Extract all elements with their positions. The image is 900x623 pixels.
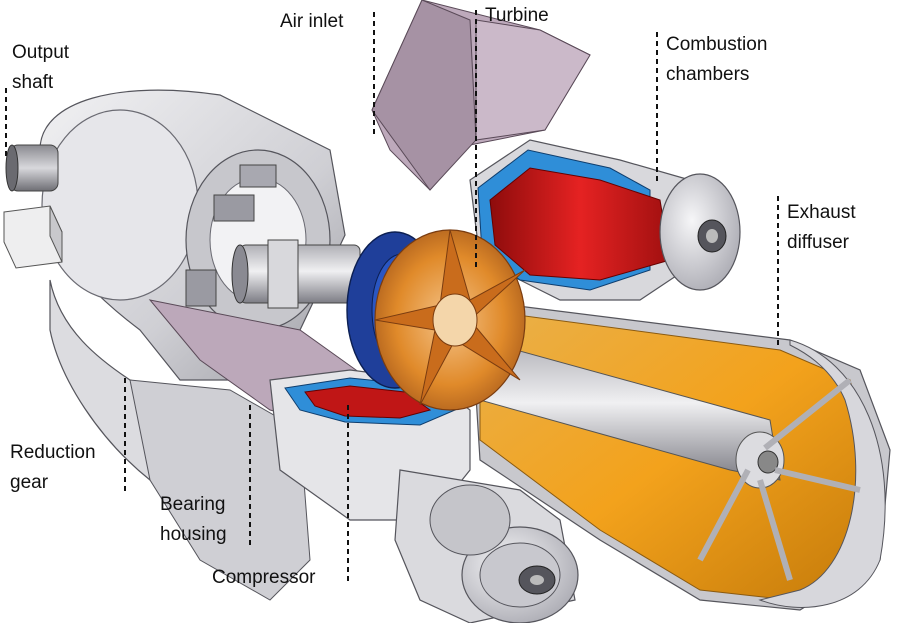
combustion-chamber-assembly <box>469 139 741 301</box>
bearing-shaft <box>231 239 361 309</box>
output-shaft <box>3 144 63 269</box>
label-combustion-chambers: Combustion chambers <box>666 34 768 85</box>
turbine-wheel <box>374 229 526 411</box>
label-compressor: Compressor <box>212 567 316 588</box>
compressor-unit <box>394 469 579 623</box>
leader-lines <box>5 10 779 585</box>
exhaust-diffuser <box>469 299 891 611</box>
label-reduction-gear: Reduction gear <box>10 442 96 493</box>
label-bearing-housing: Bearing housing <box>160 494 227 545</box>
label-exhaust-diffuser: Exhaust diffuser <box>787 202 856 253</box>
air-inlet-duct <box>371 0 591 191</box>
label-output-shaft: Output shaft <box>12 42 70 93</box>
label-air-inlet: Air inlet <box>280 11 344 32</box>
label-turbine: Turbine <box>485 5 549 26</box>
